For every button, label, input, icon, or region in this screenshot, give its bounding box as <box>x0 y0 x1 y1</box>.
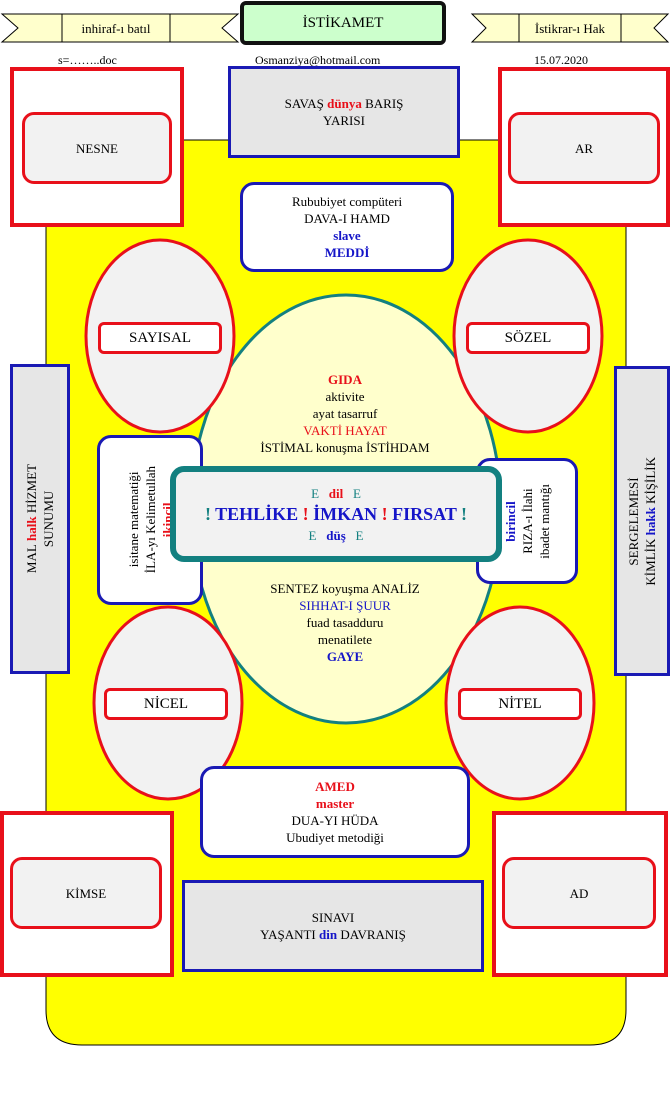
center-menatilete: menatilete <box>317 631 373 647</box>
corner-label-ar: AR <box>508 112 660 184</box>
center-top-dil: dil <box>328 485 344 501</box>
center-bot-e1: E <box>308 527 317 543</box>
center-bot-e2: E <box>355 527 364 543</box>
center-gaye: GAYE <box>326 648 364 664</box>
date-label: 15.07.2020 <box>534 53 588 67</box>
center-imkan: İMKAN <box>313 503 378 524</box>
center-top-e1: E <box>311 485 320 501</box>
center-box: E dil E ! TEHLİKE ! İMKAN ! FIRSAT ! E d… <box>170 466 502 562</box>
bottom-sinavi: SINAVI <box>311 910 355 925</box>
left-inner-ila: İLA-yı Kelimetullah <box>142 466 158 574</box>
oval-label-nitel: NİTEL <box>458 688 582 720</box>
oval-label-sozel: SÖZEL <box>466 322 590 354</box>
right-side-box: SERGELEMESİ KİMLİK hakk KİŞİLİK <box>614 366 670 676</box>
bottom-box: SINAVI YAŞANTI din DAVRANIŞ <box>182 880 484 972</box>
center-aktivite: aktivite <box>325 388 365 404</box>
left-ribbon-label: inhiraf-ı batıl <box>81 20 151 36</box>
right-ribbon-shape <box>470 13 670 43</box>
lower-rounded-box: AMED master DUA-YI HÜDA Ubudiyet metodiğ… <box>200 766 470 858</box>
lower-master: master <box>315 796 355 811</box>
lower-ubudiyet: Ubudiyet metodiği <box>286 830 384 845</box>
left-side-box: MAL halk HİZMET SUNUMU <box>10 364 70 674</box>
email-label: Osmanziya@hotmail.com <box>255 53 381 67</box>
center-firsat: FIRSAT <box>392 503 457 524</box>
center-fuad: fuad tasadduru <box>306 614 384 630</box>
center-sihhat: SIHHAT-I ŞUUR <box>299 597 391 613</box>
center-ayat: ayat tasarruf <box>312 405 378 421</box>
center-lower-text: SENTEZ koyuşma ANALİZ SIHHAT-I ŞUUR fuad… <box>220 576 470 668</box>
center-gida: GIDA <box>328 371 362 387</box>
center-excl-3: ! <box>381 503 388 524</box>
top-box: SAVAŞ dünya BARIŞ YARISI <box>228 66 460 158</box>
top-box-yarisi: YARISI <box>323 113 365 128</box>
left-ribbon-shape <box>0 13 240 43</box>
center-top-e2: E <box>352 485 361 501</box>
top-box-savas: SAVAŞ <box>284 96 324 111</box>
center-excl-4: ! <box>461 503 468 524</box>
lower-dua: DUA-YI HÜDA <box>291 813 379 828</box>
center-upper-text: GIDA aktivite ayat tasarruf VAKTİ HAYAT … <box>220 368 470 458</box>
corner-label-ad: AD <box>502 857 656 929</box>
oval-label-sayisal: SAYISAL <box>98 322 222 354</box>
upper-line-rububiyet: Rububiyet compüteri <box>291 194 403 209</box>
right-inner-ibadet: ibadet mantığı <box>536 483 552 559</box>
left-inner-isitane: isitane matematiği <box>125 472 141 568</box>
upper-line-slave: slave <box>333 228 361 243</box>
top-box-dunya: dünya <box>327 96 362 111</box>
page-title: İSTİKAMET <box>240 1 446 45</box>
right-inner-riza: RIZA-ı İlahi <box>519 488 535 554</box>
corner-label-kimse: KİMSE <box>10 857 162 929</box>
center-excl-1: ! <box>204 503 211 524</box>
center-excl-2: ! <box>302 503 309 524</box>
center-sentez: SENTEZ koyuşma ANALİZ <box>270 580 420 596</box>
oval-label-nicel: NİCEL <box>104 688 228 720</box>
center-bot-dus: düş <box>326 527 346 543</box>
bottom-din: din <box>319 927 338 942</box>
center-tehlike: TEHLİKE <box>215 503 299 524</box>
bottom-yasanti: YAŞANTI <box>260 927 316 942</box>
center-istimal: İSTİMAL konuşma İSTİHDAM <box>260 439 430 455</box>
upper-rounded-box: Rububiyet compüteri DAVA-I HAMD slave ME… <box>240 182 454 272</box>
right-inner-birincil: birincil <box>502 500 518 542</box>
top-box-baris: BARIŞ <box>365 96 404 111</box>
file-label: s=……..doc <box>58 53 117 67</box>
upper-line-meddi: MEDDİ <box>324 245 370 260</box>
lower-amed: AMED <box>315 779 355 794</box>
bottom-davranis: DAVRANIŞ <box>340 927 406 942</box>
upper-line-dava: DAVA-I HAMD <box>304 211 390 226</box>
corner-label-nesne: NESNE <box>22 112 172 184</box>
center-vakti-hayat: VAKTİ HAYAT <box>303 422 387 438</box>
right-ribbon-label: İstikrar-ı Hak <box>534 20 606 36</box>
